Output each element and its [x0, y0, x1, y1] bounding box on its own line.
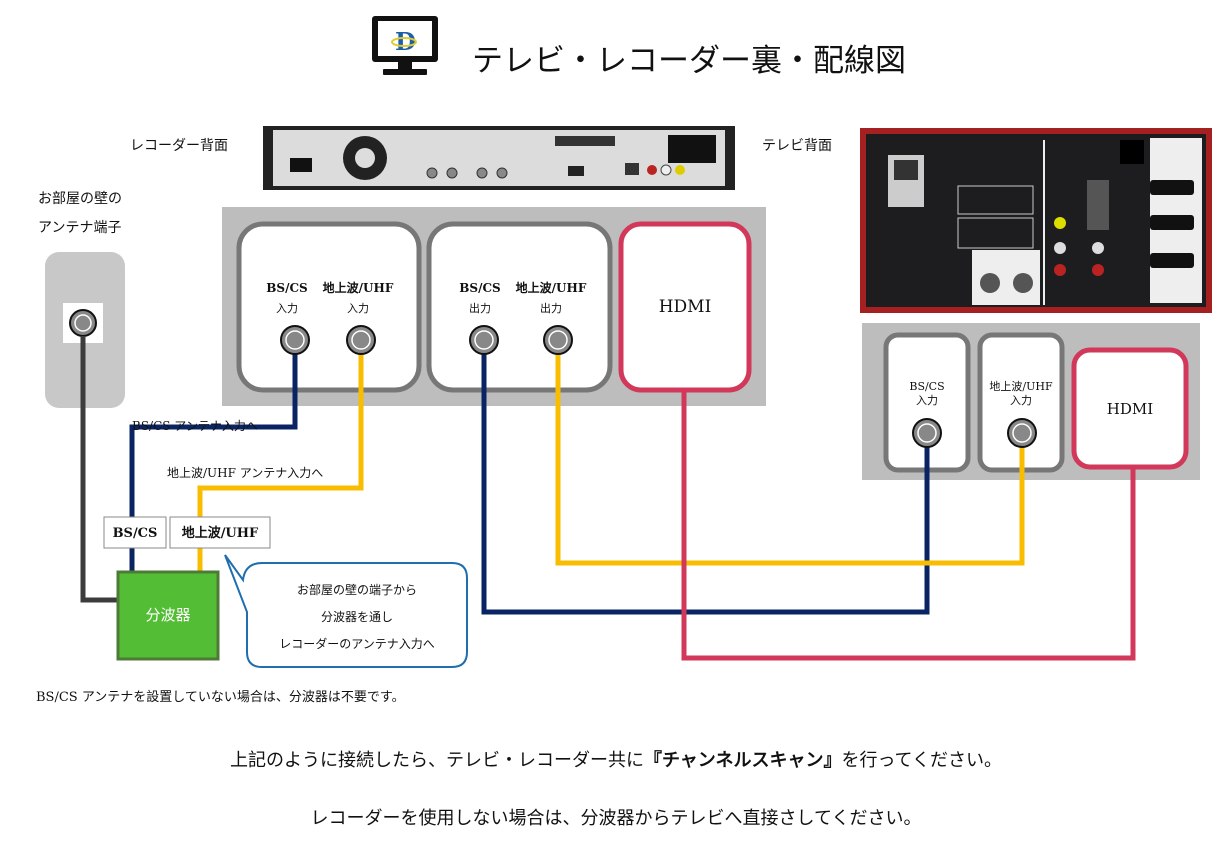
instruction-line-1: 上記のように接続したら、テレビ・レコーダー共に『チャンネルスキャン』を行ってくだ… [230, 749, 1002, 771]
svg-text:D: D [395, 27, 416, 56]
tv-hdmi-box [1071, 347, 1189, 470]
rec-out-bs-sub: 出力 [469, 301, 491, 315]
rec-in-bs-label: BS/CS [266, 281, 307, 295]
recorder-input-box [236, 221, 422, 393]
hdmi-cable [681, 390, 1136, 661]
rec-in-uhf-sub: 入力 [347, 302, 369, 315]
splitter-uhf-text: 地上波/UHF [182, 525, 259, 541]
tv-back-image [860, 128, 1212, 313]
callout-line-3: レコーダーのアンテナ入力へ [279, 636, 435, 651]
splitter-bs-tag [103, 516, 167, 549]
channel-scan-emphasis: 『チャンネルスキャン』 [644, 749, 841, 771]
callout-line-1: お部屋の壁の端子から [297, 582, 417, 597]
connector-icon [280, 325, 310, 355]
instruction-post: を行ってください。 [841, 750, 1002, 771]
rec-hdmi-label: HDMI [659, 297, 712, 317]
splitter-uhf-tag [169, 516, 271, 549]
tv-back-label: テレビ背面 [762, 138, 832, 154]
uhf-cable-label: 地上波/UHF アンテナ入力へ [167, 466, 323, 480]
tv-bs-sub: 入力 [916, 394, 938, 407]
bs-input-cable [129, 354, 298, 572]
splitter-label: 分波器 [145, 606, 190, 624]
bs-cable-label: BS/CS アンテナ入力へ [132, 419, 258, 433]
wall-cable [80, 336, 118, 603]
footnote: BS/CS アンテナを設置していない場合は、分波器は不要です。 [36, 689, 405, 705]
tv-uhf-label: 地上波/UHF [989, 380, 1053, 393]
tv-bs-label: BS/CS [909, 380, 944, 393]
tv-hdmi-label: HDMI [1107, 400, 1153, 418]
monitor-icon: D [372, 16, 438, 75]
rec-out-uhf-sub: 出力 [540, 301, 562, 315]
instruction-pre: 上記のように接続したら、テレビ・レコーダー共に [230, 750, 644, 771]
page-title: テレビ・レコーダー裏・配線図 [472, 43, 906, 79]
callout-line-2: 分波器を通し [321, 610, 393, 624]
tv-uhf-sub: 入力 [1010, 394, 1032, 407]
connector-icon [912, 418, 942, 448]
splitter-bs-text: BS/CS [113, 526, 158, 541]
connector-icon [346, 325, 376, 355]
rec-out-bs-label: BS/CS [459, 281, 500, 295]
rec-in-bs-sub: 入力 [276, 302, 298, 315]
splitter-box [116, 570, 220, 661]
connector-icon [469, 325, 499, 355]
rec-in-uhf-label: 地上波/UHF [323, 280, 394, 295]
coax-connectors [280, 325, 1037, 448]
connector-icon [543, 325, 573, 355]
rec-out-uhf-label: 地上波/UHF [516, 280, 587, 295]
connector-icon [1007, 418, 1037, 448]
bs-output-cable [481, 354, 930, 615]
recorder-back-label: レコーダー背面 [130, 138, 228, 154]
wall-label-2: アンテナ端子 [38, 220, 121, 236]
callout-bubble [224, 554, 468, 668]
wall-label-1: お部屋の壁の [38, 191, 122, 207]
instruction-line-2: レコーダーを使用しない場合は、分波器からテレビへ直接さしてください。 [311, 808, 922, 829]
recorder-back-image [263, 126, 735, 190]
uhf-output-cable [555, 354, 1025, 566]
recorder-output-box [426, 221, 613, 393]
